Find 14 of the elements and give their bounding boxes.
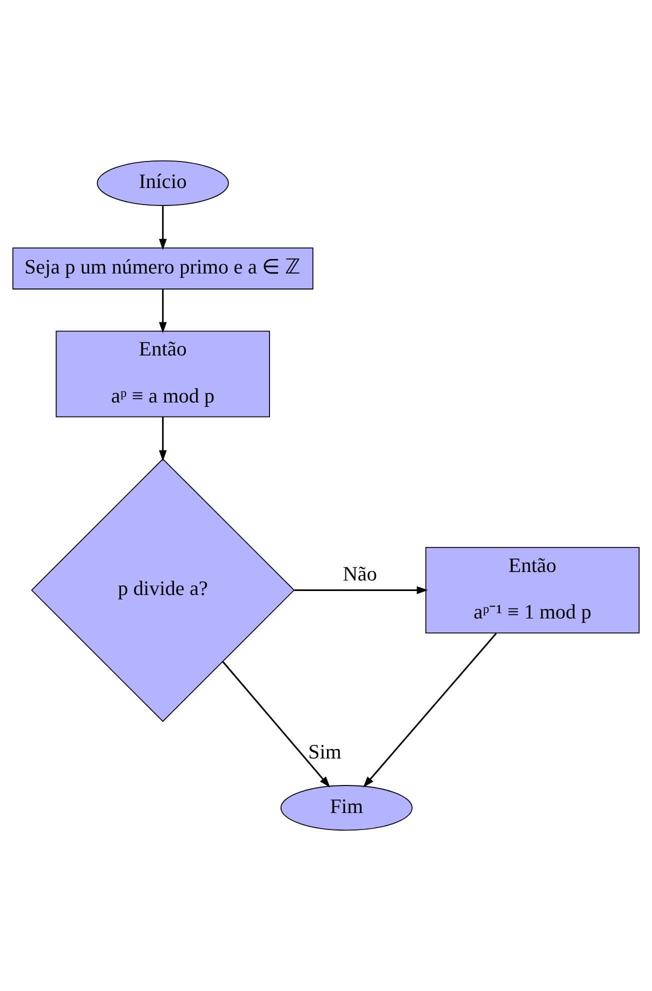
edge-label: Sim [308, 741, 342, 764]
node-box: Então aᵖ⁻¹ ≡ 1 mod p [425, 546, 640, 634]
arrow [158, 289, 167, 334]
node-ellipse: Início [96, 160, 229, 206]
edge-label: Não [342, 563, 378, 586]
node-box: Então aᵖ ≡ a mod p [56, 330, 270, 418]
node-box: Seja p um número primo e a ∈ ℤ [12, 248, 314, 290]
node-ellipse: Fim [280, 785, 413, 831]
arrow [363, 632, 497, 788]
node-diamond: p divide a? [31, 458, 295, 722]
arrow [158, 206, 167, 250]
arrow [222, 661, 330, 788]
arrow [294, 586, 428, 594]
arrow [158, 416, 167, 462]
